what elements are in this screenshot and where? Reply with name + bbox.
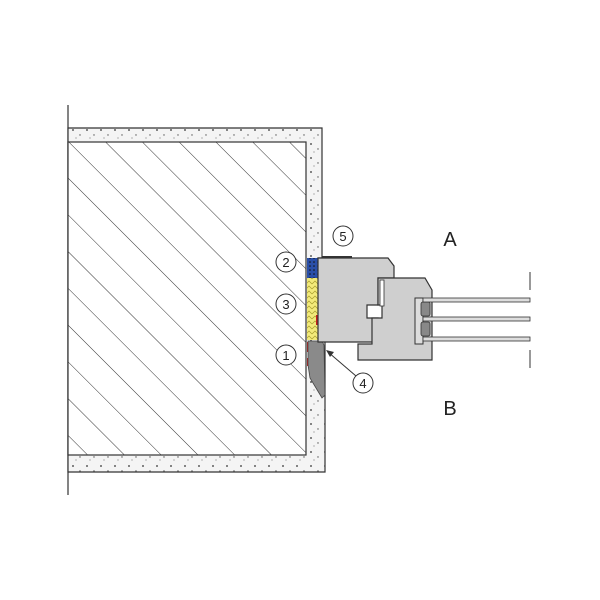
label-outside: A bbox=[443, 229, 457, 251]
svg-text:4: 4 bbox=[359, 376, 366, 391]
spacer bbox=[420, 321, 431, 337]
callout-5: 5 bbox=[332, 225, 354, 247]
insulation-foam bbox=[307, 278, 318, 340]
arrow-icon bbox=[326, 350, 334, 357]
svg-text:2: 2 bbox=[282, 255, 289, 270]
glass-pane bbox=[422, 316, 531, 322]
callout-3: 3 bbox=[275, 293, 297, 315]
callout-1: 1 bbox=[275, 344, 297, 366]
svg-text:1: 1 bbox=[282, 348, 289, 363]
callout-2: 2 bbox=[275, 251, 297, 273]
svg-text:3: 3 bbox=[282, 297, 289, 312]
sealing-tape-blue bbox=[307, 258, 318, 278]
masonry-hatch bbox=[67, 141, 307, 456]
sealant-red bbox=[316, 315, 318, 325]
glass-pane bbox=[422, 297, 531, 303]
glass-pane bbox=[422, 336, 531, 342]
label-inside: B bbox=[443, 398, 456, 420]
svg-text:5: 5 bbox=[339, 229, 346, 244]
gasket bbox=[379, 279, 385, 307]
callout-4: 4 bbox=[326, 350, 374, 394]
spacer bbox=[420, 301, 431, 317]
